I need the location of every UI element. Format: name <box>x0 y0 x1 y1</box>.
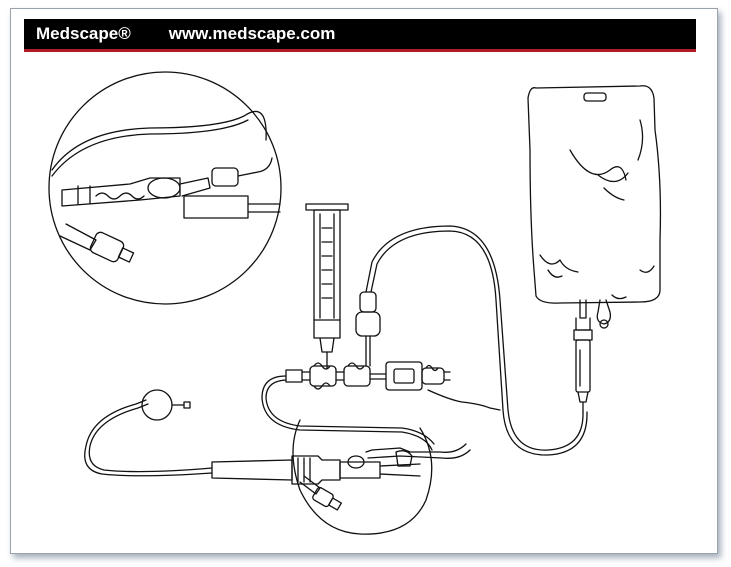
magnifier-circle <box>292 419 471 535</box>
drip-chamber <box>573 317 593 413</box>
stopcock-manifold <box>285 361 501 411</box>
brand-label: Medscape® <box>36 24 131 43</box>
pressure-transducer <box>385 361 423 391</box>
transducer-cable <box>427 389 501 411</box>
catheter-assembly <box>84 389 421 511</box>
pressure-tubing <box>365 225 588 456</box>
url-label: www.medscape.com <box>168 24 336 43</box>
magnified-insert <box>48 71 282 305</box>
connecting-tubing <box>261 375 433 451</box>
syringe <box>305 203 349 369</box>
iv-bag <box>527 85 662 329</box>
header-bar: Medscape® www.medscape.com <box>24 19 696 52</box>
flush-device <box>355 291 381 367</box>
